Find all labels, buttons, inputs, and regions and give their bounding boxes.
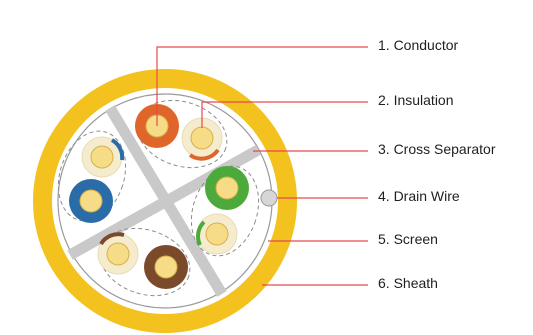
leader-conductor [156,46,368,126]
pair-green [196,166,249,255]
conductor-brown [154,255,178,279]
conductor-blue [79,189,103,213]
label-drain-wire: 4. Drain Wire [378,188,460,204]
stripe-blue [110,138,125,161]
conductor-white-brown [106,242,130,266]
label-insulation: 2. Insulation [378,92,454,108]
stripe-green [196,220,206,246]
label-sheath: 6. Sheath [378,275,438,291]
conductor-green [215,176,239,200]
pair-screens [57,99,260,297]
label-conductor: 1. Conductor [378,37,459,53]
conductor-white-orange [190,126,214,150]
stripe-brown [99,232,125,246]
pair-brown [97,232,188,289]
label-screen: 5. Screen [378,231,438,247]
conductor-white-green [205,222,229,246]
leader-lines [156,46,368,286]
leader-insulation [201,101,368,128]
drain-wire [260,189,278,207]
conductor-white-blue [90,145,114,169]
stripe-orange [188,148,220,161]
label-cross-separator: 3. Cross Separator [378,141,496,157]
pair-blue [69,136,125,223]
